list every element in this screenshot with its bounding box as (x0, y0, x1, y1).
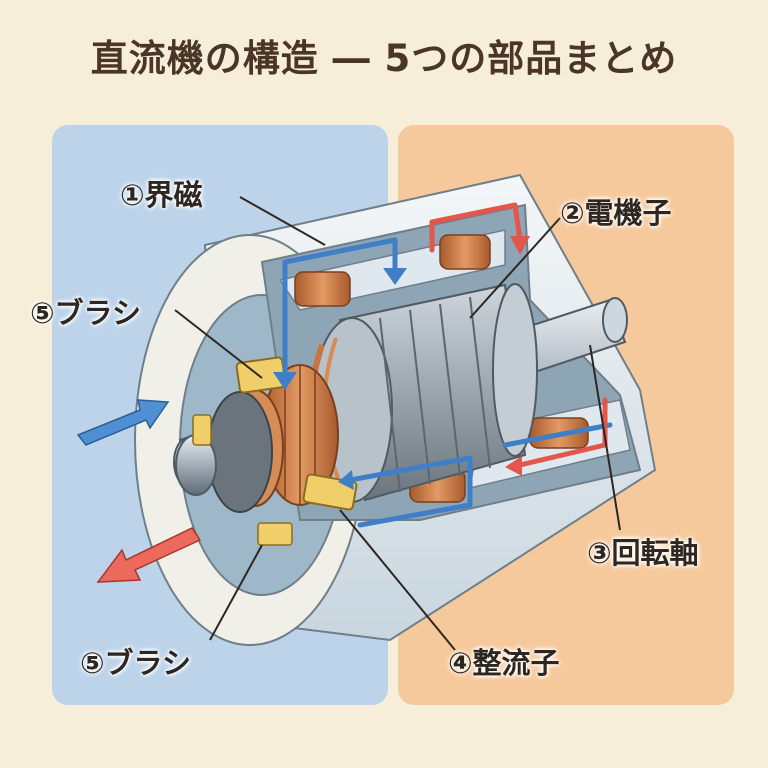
current-arrows (429, 202, 608, 468)
input-flow-arrow (76, 399, 170, 446)
commutator (175, 364, 339, 513)
brushes (192, 356, 358, 546)
label-brush-upper: ⑤ブラシ (30, 296, 141, 330)
page-title: 直流機の構造 ― 5つの部品まとめ (90, 37, 678, 80)
leader-lines (174, 196, 621, 651)
label-brush-lower: ⑤ブラシ (80, 646, 191, 680)
flux-arrowheads (273, 268, 407, 490)
label-field: ①界磁 (120, 178, 203, 212)
label-armature: ②電機子 (560, 196, 672, 230)
magnetic-flux-arrows (282, 237, 613, 528)
label-commutator: ④整流子 (448, 646, 560, 680)
label-shaft: ③回転軸 (587, 536, 699, 570)
output-flow-arrow (96, 527, 202, 583)
